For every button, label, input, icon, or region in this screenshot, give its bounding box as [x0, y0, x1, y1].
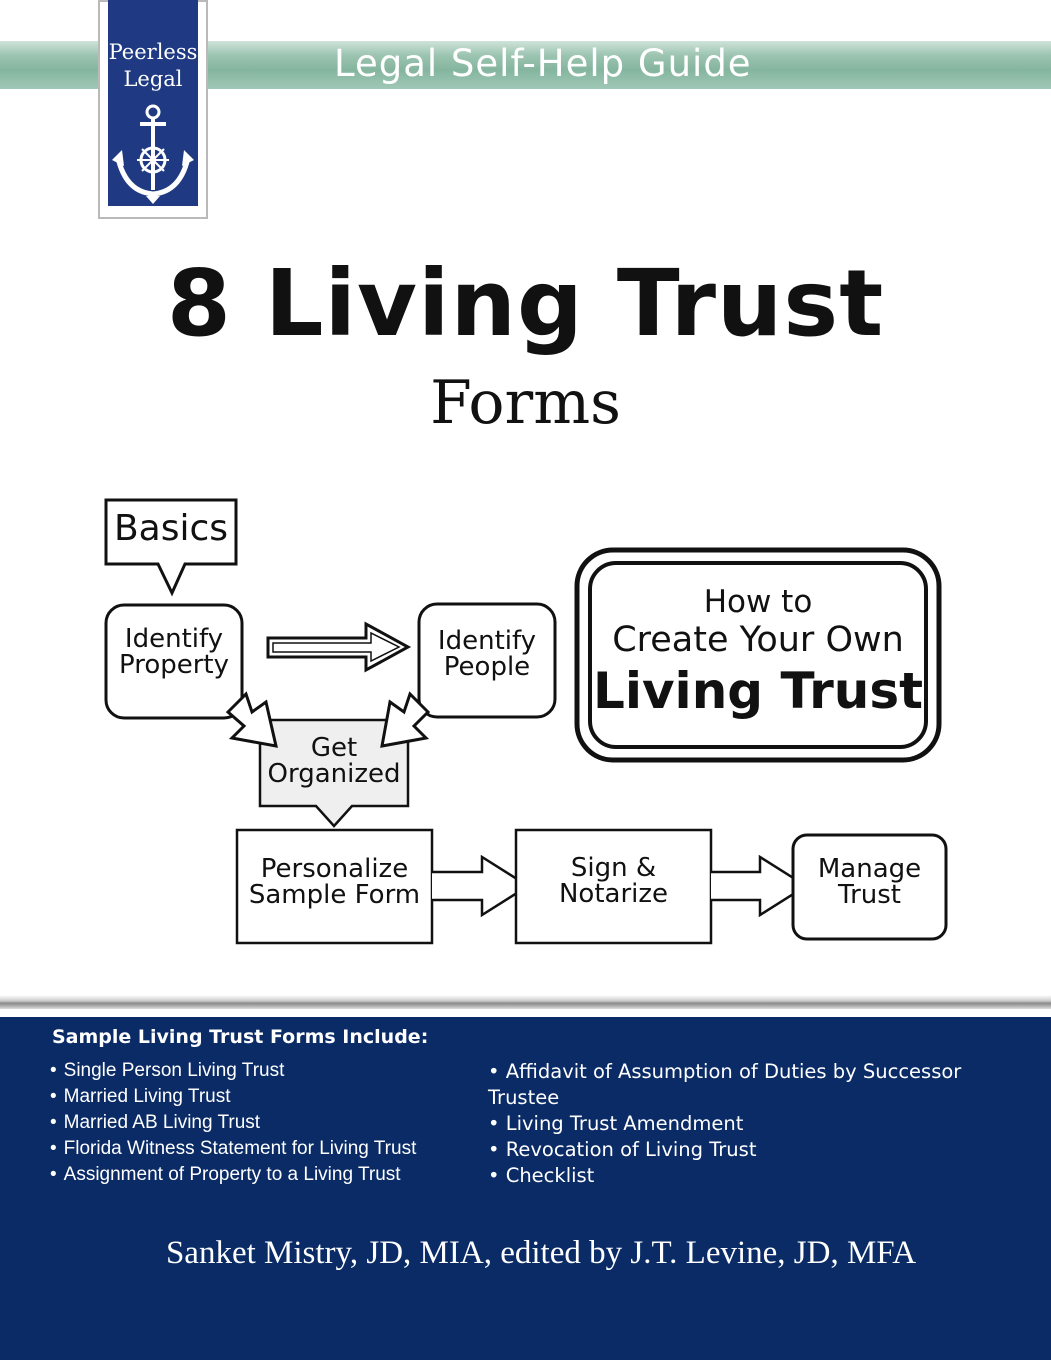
- list-item: • Living Trust Amendment: [488, 1112, 744, 1135]
- section-divider: [0, 995, 1051, 1009]
- forms-list-left: Single Person Living Trust Married Livin…: [50, 1058, 417, 1188]
- forms-list-heading: Sample Living Trust Forms Include:: [52, 1026, 429, 1048]
- identify-property-label: Identify Property: [106, 626, 242, 678]
- howto-line1: How to: [703, 584, 813, 620]
- howto-label: How to Create Your Own Living Trust: [590, 585, 926, 721]
- forms-list-right: • Affidavit of Assumption of Duties by S…: [488, 1059, 961, 1189]
- sign-box: [514, 828, 713, 945]
- list-item: Florida Witness Statement for Living Tru…: [50, 1136, 417, 1162]
- howto-sign-inner: [588, 561, 928, 749]
- arrow-people-to-organized: [380, 691, 431, 748]
- list-item-text: Revocation of Living Trust: [505, 1138, 757, 1161]
- flow-diagram: [104, 498, 948, 945]
- book-title: 8 Living Trust: [166, 250, 885, 357]
- identify-property-line2: Property: [118, 650, 230, 680]
- howto-line2: Create Your Own: [612, 620, 904, 660]
- list-item-text: Affidavit of Assumption of Duties by Suc…: [505, 1060, 962, 1083]
- sign-line1: Sign &: [570, 853, 657, 883]
- arrow-property-to-organized: [225, 691, 278, 748]
- list-item: Married Living Trust: [50, 1084, 416, 1110]
- personalize-box: [235, 828, 434, 945]
- list-item: Assignment of Property to a Living Trust: [50, 1162, 416, 1188]
- basics-label: Basics: [113, 508, 229, 549]
- personalize-line2: Sample Form: [248, 880, 421, 910]
- logo-text-peerless: Peerless: [108, 40, 198, 64]
- identify-people-line2: People: [443, 652, 531, 682]
- list-item-continuation: Trustee: [488, 1086, 560, 1109]
- series-title: Legal Self-Help Guide: [334, 42, 752, 85]
- identify-property-line1: Identify: [124, 624, 224, 654]
- identify-people-label: Identify People: [419, 628, 555, 680]
- authors: Sanket Mistry, JD, MIA, edited by J.T. L…: [165, 1235, 917, 1271]
- manage-line1: Manage: [817, 854, 922, 884]
- list-item: • Checklist: [488, 1164, 595, 1187]
- list-item: Married AB Living Trust: [50, 1110, 416, 1136]
- manage-label: Manage Trust: [793, 856, 946, 908]
- howto-sign-outer: [574, 547, 942, 763]
- anchor-icon: [112, 104, 194, 204]
- basics-callout-box: [104, 498, 238, 597]
- sign-label: Sign & Notarize: [516, 855, 711, 907]
- logo-text-legal: Legal: [123, 67, 183, 91]
- get-organized-line1: Get: [310, 733, 358, 763]
- book-subtitle: Forms: [430, 368, 621, 438]
- howto-line3: Living Trust: [592, 662, 924, 720]
- arrow-property-to-people: [266, 621, 412, 673]
- sign-line2: Notarize: [558, 879, 669, 909]
- list-item: • Affidavit of Assumption of Duties by S…: [488, 1060, 962, 1083]
- identify-people-line1: Identify: [437, 626, 537, 656]
- arrow-personalize-to-sign: [432, 854, 531, 918]
- identify-people-box: [417, 602, 557, 719]
- get-organized-line2: Organized: [267, 759, 401, 789]
- identify-property-box: [104, 603, 244, 720]
- personalize-label: Personalize Sample Form: [237, 856, 432, 908]
- manage-box: [791, 833, 948, 941]
- manage-line2: Trust: [838, 880, 901, 910]
- personalize-line1: Personalize: [260, 854, 409, 884]
- list-item-text: Living Trust Amendment: [505, 1112, 744, 1135]
- list-item: Single Person Living Trust: [50, 1058, 416, 1084]
- list-item: • Revocation of Living Trust: [488, 1138, 757, 1161]
- publisher-logo: [108, 0, 198, 206]
- list-item-text: Checklist: [505, 1164, 595, 1187]
- get-organized-label: Get Organized: [260, 735, 408, 787]
